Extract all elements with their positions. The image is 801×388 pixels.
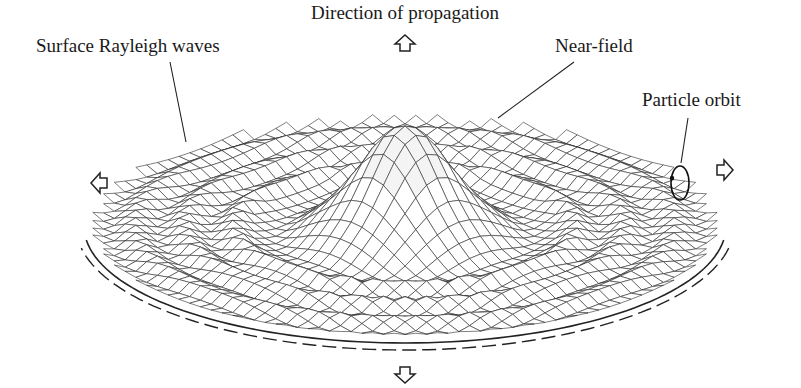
mesh-cell [427,331,449,334]
mesh-cell [362,331,384,334]
wave-label: Surface Rayleigh waves [34,36,222,57]
mesh-cell [276,324,298,327]
mesh-cell [297,321,319,328]
mesh-cell [513,324,535,327]
hollow-arrow [395,35,415,51]
mesh-cell [674,265,696,271]
mesh-cell [663,210,685,218]
mesh-cell [383,331,405,335]
mesh-cell [104,254,126,261]
direction-label: Direction of propagation [309,3,501,24]
mesh-cell [642,285,664,290]
mesh-cell [147,285,169,290]
mesh-cell [114,265,136,271]
orbit-label: Particle orbit [640,90,743,111]
mesh-cell [685,254,707,261]
propagation-arrows [91,35,733,383]
mesh-cell [211,308,233,313]
leader-line [498,62,574,118]
near-field-label: Near-field [553,36,635,57]
hollow-arrow [91,173,107,193]
leader-line [170,62,186,142]
mesh-cell [459,326,481,332]
mesh-cell [233,315,255,320]
leader-line [681,118,688,163]
particle-dot [670,176,674,180]
base-edge-arc [86,240,723,343]
mesh-cell [405,331,427,335]
mesh-cell [491,321,513,328]
mesh-cell [480,328,502,331]
mesh-cell [125,225,147,233]
wave-mesh [93,115,717,335]
leader-lines [170,62,688,163]
mesh-cell [125,210,147,218]
particle-orbit-ellipse [671,166,689,200]
hollow-arrow [717,160,733,180]
hollow-arrow [395,367,415,383]
mesh-cell [265,319,287,324]
mesh-cell [577,308,599,313]
mesh-cell [330,326,352,332]
mesh-cell [663,225,685,233]
mesh-cell [308,328,330,331]
mesh-cell [556,315,578,320]
mesh-cell [523,319,545,324]
